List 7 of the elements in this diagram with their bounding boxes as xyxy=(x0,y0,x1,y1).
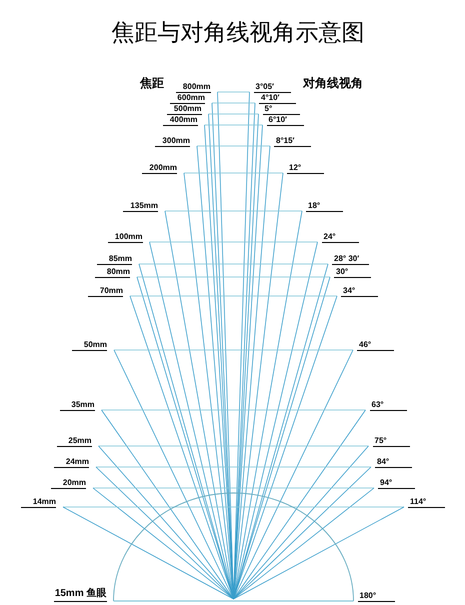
view-angle-label: 3°05′ xyxy=(254,82,290,92)
diagram-title: 焦距与对角线视角示意图 xyxy=(110,20,366,46)
focal-length-label: 14mm xyxy=(21,496,56,508)
column-heading: 对角线视角 xyxy=(303,76,363,90)
view-angle-label: 114° xyxy=(408,496,445,508)
focal-length-label: 800mm xyxy=(176,82,210,92)
column-heading: 焦距 xyxy=(140,76,164,90)
